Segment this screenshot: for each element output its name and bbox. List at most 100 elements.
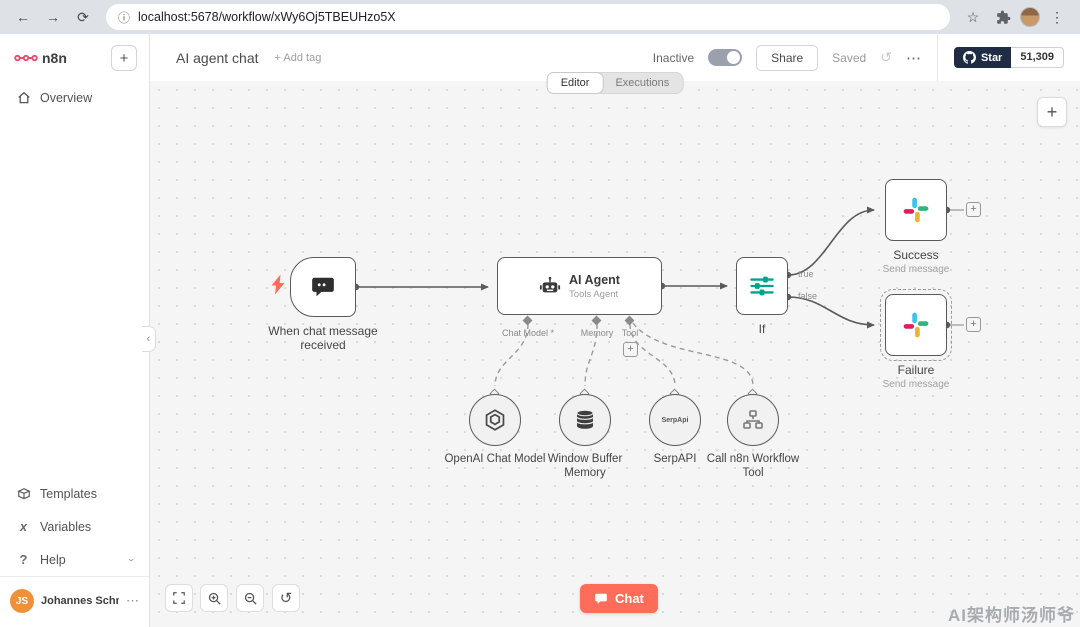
logo-text: n8n <box>42 50 67 66</box>
user-more-icon[interactable]: ⋯ <box>126 593 139 608</box>
share-button[interactable]: Share <box>756 44 819 71</box>
new-workflow-button[interactable]: + <box>111 45 137 71</box>
node-label-if: If <box>758 322 766 336</box>
sidebar: n8n + Overview Templates x Variables ? <box>0 34 150 627</box>
zoom-to-fit-button[interactable] <box>165 584 193 612</box>
workflow-title[interactable]: AI agent chat <box>176 49 259 66</box>
help-icon: ? <box>19 552 28 567</box>
chat-button[interactable]: Chat <box>580 584 658 613</box>
site-info-icon[interactable]: ⓘ <box>118 10 131 25</box>
zoom-out-button[interactable] <box>236 584 264 612</box>
add-node-after-failure[interactable]: + <box>966 317 981 332</box>
sidebar-item-label: Help <box>40 552 66 567</box>
app: n8n + Overview Templates x Variables ? <box>0 34 1080 627</box>
sidebar-collapse-handle[interactable]: ‹ <box>142 326 156 352</box>
bookmark-star-icon[interactable]: ☆ <box>966 8 980 25</box>
reload-icon[interactable]: ⟳ <box>77 8 89 25</box>
star-count[interactable]: 51,309 <box>1011 47 1064 68</box>
node-serpapi[interactable]: SerpApi <box>649 394 701 446</box>
header-controls: Inactive Share Saved ↺ ⋯ Star 51,309 <box>653 34 1080 81</box>
extensions-puzzle-icon[interactable] <box>990 4 1016 30</box>
slack-icon <box>903 312 929 338</box>
if-output-true-label: true <box>798 269 814 279</box>
robot-icon <box>539 276 561 293</box>
github-star-widget: Star 51,309 <box>936 34 1080 81</box>
watermark: AI架构师汤师爷 <box>948 606 1075 625</box>
node-label-serpapi: SerpAPI <box>653 453 697 465</box>
chat-bubble-icon <box>312 277 334 297</box>
zoom-in-button[interactable] <box>200 584 228 612</box>
node-label-success: Success Send message <box>856 248 976 276</box>
chevron-down-icon: › <box>125 557 138 562</box>
node-failure[interactable] <box>880 289 952 361</box>
serpapi-icon: SerpApi <box>661 416 689 424</box>
node-window-buffer-memory[interactable] <box>559 394 611 446</box>
star-label: Star <box>980 51 1003 64</box>
browser-menu-icon[interactable]: ⋮ <box>1050 8 1064 25</box>
success-subtitle: Send message <box>882 264 950 276</box>
node-label-chat-trigger: When chat message received <box>268 324 378 353</box>
sidebar-item-templates[interactable]: Templates <box>0 478 149 510</box>
logo-row: n8n + <box>0 34 149 82</box>
user-menu[interactable]: JS Johannes Schn... ⋯ <box>0 576 149 625</box>
add-node-button[interactable]: + <box>1037 97 1067 127</box>
chat-icon <box>595 593 607 604</box>
sidebar-item-help[interactable]: ? Help › <box>0 543 149 576</box>
trigger-bolt-icon <box>271 274 286 300</box>
failure-subtitle: Send message <box>882 379 950 391</box>
sidebar-bottom: Templates x Variables ? Help › JS Johann… <box>0 478 149 627</box>
github-icon <box>962 51 976 64</box>
sidebar-item-label: Overview <box>40 91 93 105</box>
connector-label-chat-model: Chat Model * <box>501 328 555 338</box>
node-success[interactable] <box>885 179 947 241</box>
n8n-logo-icon <box>14 54 38 62</box>
main: AI agent chat + Add tag Inactive Share S… <box>150 34 1080 627</box>
reset-zoom-button[interactable]: ↺ <box>272 584 300 612</box>
filter-sliders-icon <box>750 276 774 296</box>
workflow-canvas[interactable]: + When chat message received <box>150 81 1080 627</box>
node-label-openai: OpenAI Chat Model <box>444 453 546 465</box>
node-label-call-n8n: Call n8n Workflow Tool <box>706 453 800 479</box>
sidebar-item-variables[interactable]: x Variables <box>0 510 149 543</box>
add-tag-button[interactable]: + Add tag <box>274 51 322 64</box>
if-output-false-label: false <box>798 291 818 301</box>
avatar: JS <box>10 589 34 613</box>
undo-icon[interactable]: ↺ <box>880 49 892 65</box>
github-star-button[interactable]: Star <box>953 47 1012 68</box>
connector-label-tool: Tool <box>621 328 639 338</box>
connector-label-memory: Memory <box>580 328 614 338</box>
tab-editor[interactable]: Editor <box>546 72 604 94</box>
active-toggle[interactable] <box>708 49 743 66</box>
back-icon[interactable]: ← <box>16 9 30 25</box>
openai-icon <box>485 409 505 431</box>
node-ai-agent[interactable]: AI Agent Tools Agent <box>497 257 662 315</box>
sidebar-item-label: Templates <box>40 487 97 501</box>
node-call-n8n-workflow-tool[interactable] <box>727 394 779 446</box>
active-status-label: Inactive <box>652 50 695 65</box>
add-tool-button[interactable]: + <box>623 342 638 357</box>
node-openai-chat-model[interactable] <box>469 394 521 446</box>
node-label-window-buffer: Window Buffer Memory <box>547 453 623 479</box>
chat-button-label: Chat <box>615 591 644 606</box>
saved-status: Saved <box>832 50 867 65</box>
n8n-logo[interactable]: n8n <box>14 50 67 66</box>
agent-title: AI Agent <box>569 272 620 287</box>
tab-executions[interactable]: Executions <box>615 77 670 89</box>
node-if[interactable] <box>736 257 788 315</box>
user-name: Johannes Schn... <box>41 595 119 607</box>
view-tabs: Editor Executions <box>546 72 684 94</box>
sidebar-item-overview[interactable]: Overview <box>0 82 149 114</box>
forward-icon[interactable]: → <box>46 9 60 25</box>
address-bar[interactable]: ⓘ localhost:5678/workflow/xWy6Oj5TBEUHzo… <box>106 4 950 30</box>
agent-subtitle: Tools Agent <box>569 288 619 300</box>
workflow-menu-icon[interactable]: ⋯ <box>905 49 921 67</box>
success-title: Success <box>893 248 939 262</box>
node-chat-trigger[interactable] <box>271 257 356 317</box>
add-node-after-success[interactable]: + <box>966 202 981 217</box>
database-icon <box>576 409 594 429</box>
sidebar-item-label: Variables <box>40 519 92 534</box>
browser-profile-avatar[interactable] <box>1020 7 1040 27</box>
browser-toolbar: ← → ⟳ ⓘ localhost:5678/workflow/xWy6Oj5T… <box>0 0 1080 34</box>
failure-title: Failure <box>897 363 935 377</box>
variables-icon: x <box>19 519 28 534</box>
